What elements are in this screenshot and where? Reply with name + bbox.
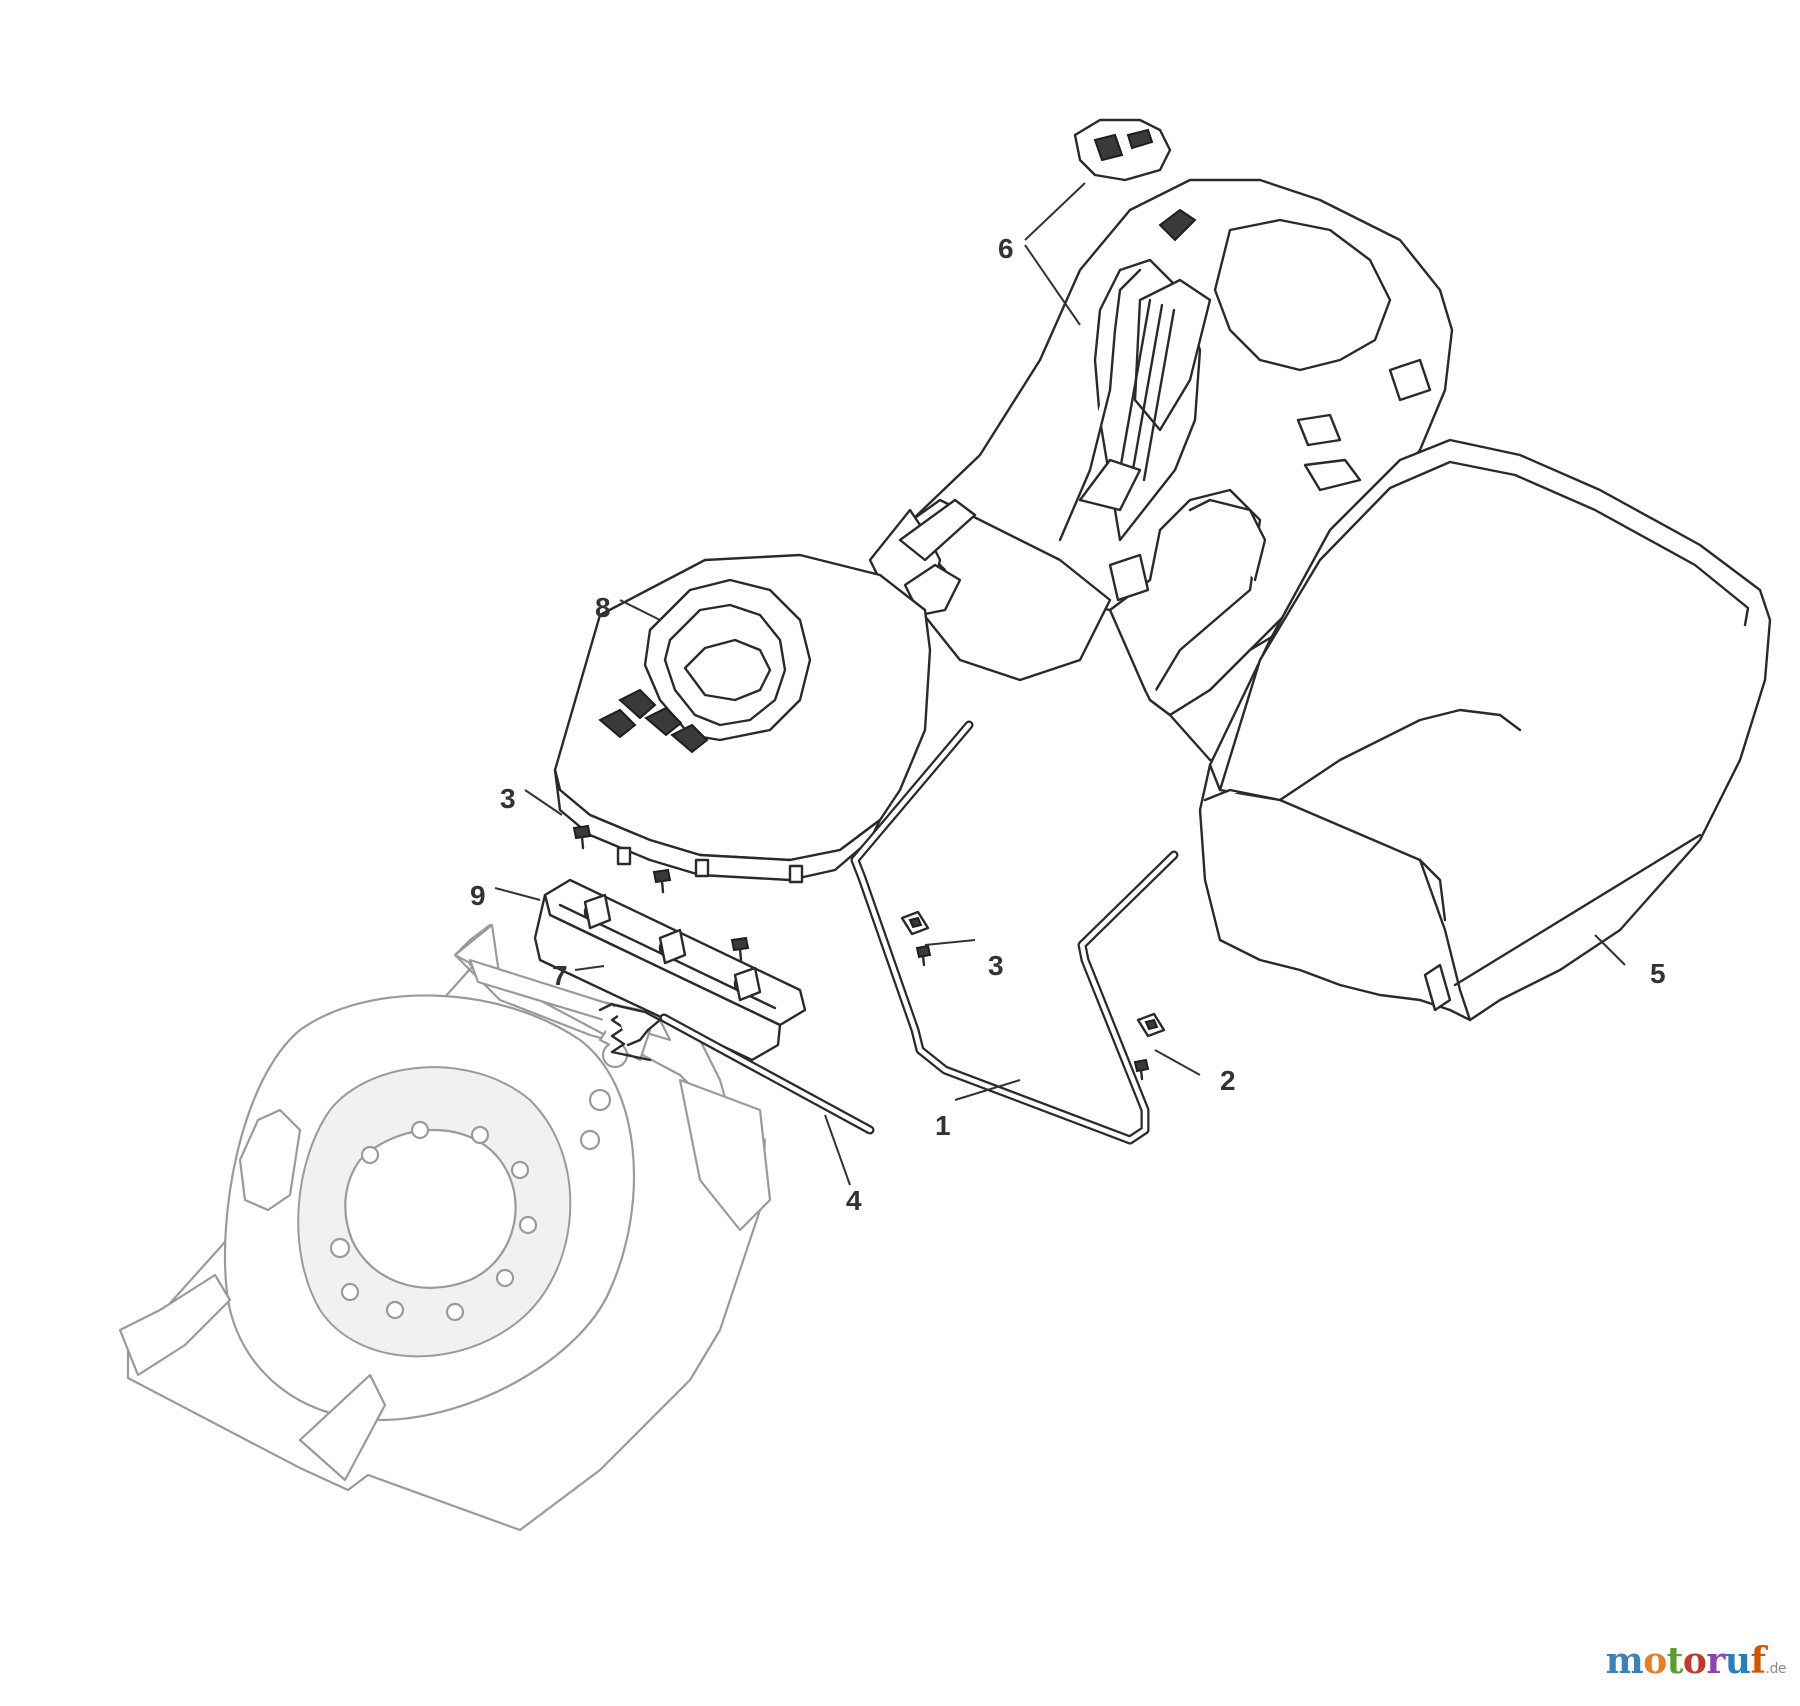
watermark-letter: t: [1666, 1640, 1684, 1682]
callout-8: 8: [595, 592, 611, 623]
grass-bag: [1198, 438, 1772, 1022]
watermark-letter: o: [1643, 1640, 1667, 1682]
watermark-letter: o: [1682, 1640, 1707, 1682]
u-rod: [850, 720, 1179, 1145]
callout-2: 2: [1220, 1065, 1236, 1096]
hinge-bar: [533, 878, 807, 1062]
watermark-letter: r: [1706, 1640, 1725, 1682]
rod-clamp-upper: [900, 910, 930, 936]
callout-1: 1: [935, 1110, 951, 1141]
mower-deck: [118, 923, 772, 1532]
watermark-letter: f: [1750, 1640, 1767, 1682]
callouts: 6 8 3 9 7 3 2 1 4 5: [470, 233, 1666, 1216]
cover-clip: [1073, 118, 1172, 182]
screw-5: [1133, 1058, 1150, 1081]
callout-3-left: 3: [500, 783, 516, 814]
watermark-letter: m: [1605, 1640, 1644, 1682]
watermark-logo: motoruf.de: [1605, 1640, 1787, 1682]
straight-rod: [659, 1013, 875, 1135]
screw-1: [572, 824, 592, 850]
watermark-letter: u: [1724, 1640, 1751, 1682]
screw-3: [730, 936, 750, 962]
leader-lines: [494, 182, 1626, 1186]
callout-4: 4: [846, 1185, 862, 1216]
rod-clamp-lower: [1136, 1012, 1166, 1038]
front-cover: [553, 553, 932, 884]
callout-7: 7: [552, 960, 568, 991]
screw-2: [652, 868, 672, 894]
torsion-spring: [598, 1002, 662, 1062]
callout-5: 5: [1650, 958, 1666, 989]
callout-6: 6: [998, 233, 1014, 264]
screw-4: [915, 944, 932, 967]
callout-9: 9: [470, 880, 486, 911]
watermark-suffix: .de: [1765, 1661, 1787, 1677]
callout-3-right: 3: [988, 950, 1004, 981]
